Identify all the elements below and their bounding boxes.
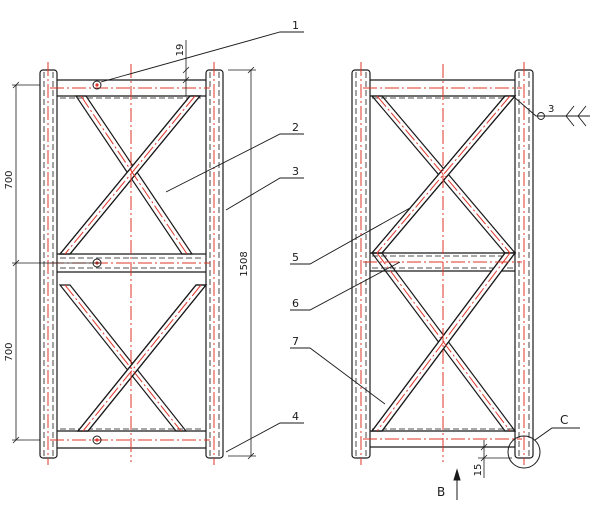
callout-4: 4	[292, 410, 299, 423]
left-brace-upper	[58, 95, 202, 255]
dimension-700-upper: 700	[4, 170, 15, 189]
left-centerlines	[47, 62, 215, 465]
callout-1: 1	[292, 19, 299, 32]
weld-symbol	[513, 96, 590, 127]
right-leaders	[290, 207, 411, 405]
callout-3: 3	[292, 165, 299, 178]
left-leaders	[100, 31, 304, 453]
callout-3-right: 3	[548, 104, 554, 115]
dimension-700-lower: 700	[4, 342, 15, 361]
dimension-19: 19	[175, 44, 186, 57]
callout-2: 2	[292, 121, 299, 134]
callout-7: 7	[292, 335, 299, 348]
dimension-15: 15	[473, 464, 484, 477]
bolt-top	[92, 80, 102, 90]
bolt-bottom	[92, 435, 102, 445]
dimension-19-lines	[182, 40, 190, 96]
view-arrow-b	[453, 468, 461, 500]
detail-circle-c	[507, 427, 580, 469]
callout-c: C	[560, 413, 568, 427]
dimension-15-lines	[478, 440, 512, 478]
left-vertical-dimensions	[12, 81, 100, 444]
dimension-1508: 1508	[239, 251, 250, 276]
callout-6: 6	[292, 297, 299, 310]
view-label-b: B	[437, 485, 445, 499]
dimension-1508-lines	[228, 66, 256, 460]
right-centerlines	[360, 62, 525, 465]
callout-5: 5	[292, 251, 299, 264]
